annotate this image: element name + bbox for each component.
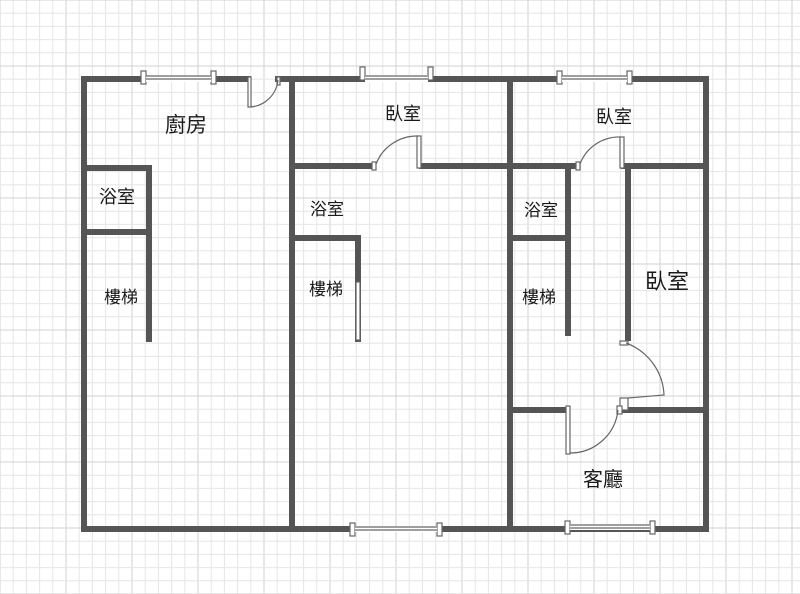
doors <box>247 76 665 455</box>
room-label-living-room: 客廳 <box>583 467 623 491</box>
room-label-stairs-right: 樓梯 <box>522 288 556 308</box>
room-label-bedroom-top-right: 臥室 <box>596 107 632 128</box>
room-label-stairs-left: 樓梯 <box>104 288 138 308</box>
room-label-stairs-middle: 樓梯 <box>309 280 343 300</box>
room-labels: 廚房 臥室 臥室 浴室 浴室 浴室 樓梯 樓梯 樓梯 臥室 客廳 <box>99 104 689 491</box>
room-label-bedroom-right: 臥室 <box>645 270 689 295</box>
room-label-bedroom-top-middle: 臥室 <box>385 104 421 125</box>
room-label-bathroom-left: 浴室 <box>99 187 135 208</box>
room-label-bathroom-middle: 浴室 <box>310 200 344 220</box>
windows <box>140 66 656 537</box>
room-label-bathroom-right: 浴室 <box>524 201 558 221</box>
interior-walls <box>81 76 709 532</box>
room-label-kitchen: 廚房 <box>165 113 207 137</box>
